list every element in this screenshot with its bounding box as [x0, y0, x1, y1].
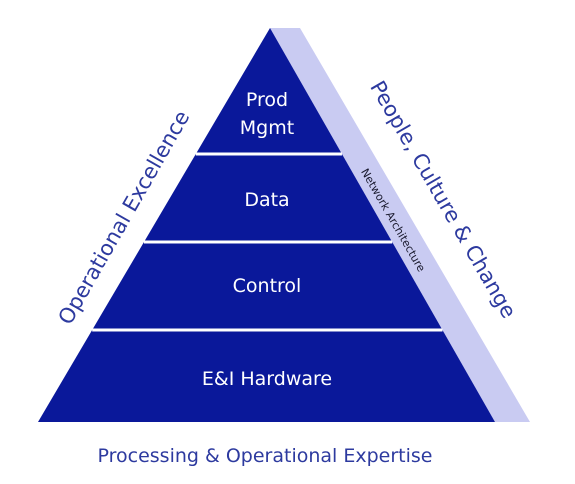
- tier-dividers: [92, 152, 443, 332]
- tier-label-prod: Prod: [246, 89, 288, 111]
- tier-prod-mgmt: Prod Mgmt: [240, 89, 294, 139]
- tier-label-mgmt: Mgmt: [240, 117, 294, 139]
- pyramid: [38, 28, 495, 422]
- tier-label-ei-hardware: E&I Hardware: [202, 368, 332, 390]
- network-architecture-band: [270, 28, 530, 422]
- tier-label-control: Control: [233, 275, 302, 297]
- tier-label-data: Data: [244, 189, 289, 211]
- processing-expertise-label: Processing & Operational Expertise: [98, 445, 433, 467]
